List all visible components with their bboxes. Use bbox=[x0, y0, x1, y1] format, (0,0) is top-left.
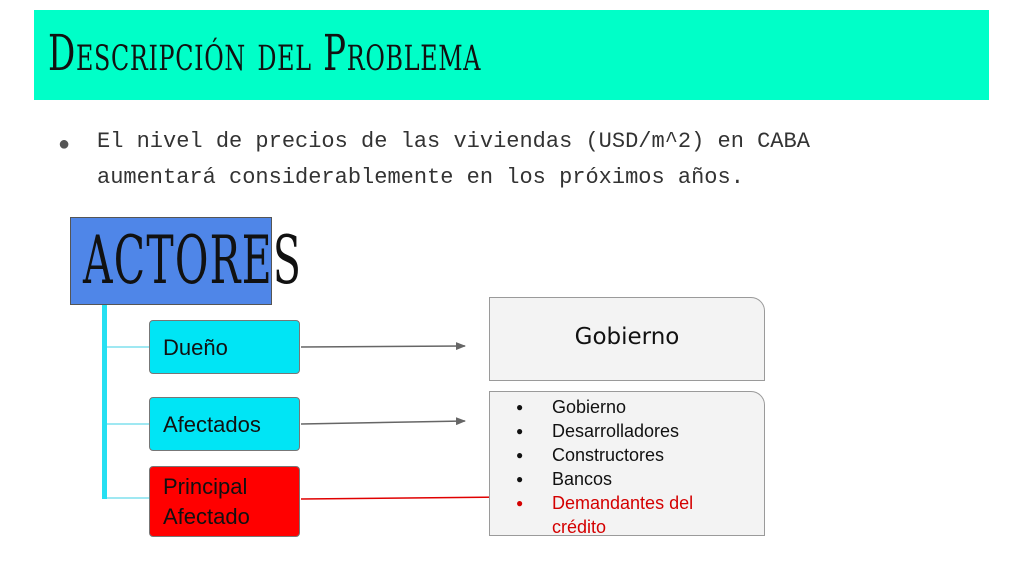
title-bar: Descripción del Problema bbox=[34, 10, 989, 100]
list-item-label: Bancos bbox=[552, 469, 613, 489]
principal-item-line1: Demandantes del bbox=[552, 493, 694, 513]
actor-owner-label: Dueño bbox=[163, 335, 228, 360]
arrow-principal-to-credit bbox=[300, 493, 510, 502]
actores-root-label: ACTORES bbox=[83, 222, 303, 299]
affected-list: ●Gobierno ●Desarrolladores ●Constructore… bbox=[516, 395, 693, 539]
list-item: ●Desarrolladores bbox=[516, 421, 680, 441]
government-card-title: Gobierno bbox=[574, 324, 680, 350]
list-item-label: Desarrolladores bbox=[552, 421, 680, 441]
government-card: Gobierno bbox=[489, 297, 765, 381]
intro-line-1: El nivel de precios de las viviendas (US… bbox=[97, 129, 810, 154]
list-item: ●Gobierno bbox=[516, 397, 627, 417]
actores-root-box: ACTORES bbox=[70, 217, 301, 305]
actor-principal-label-line1: Principal bbox=[163, 474, 248, 499]
affected-list-card: ●Gobierno ●Desarrolladores ●Constructore… bbox=[489, 391, 765, 539]
actor-affected-box: Afectados bbox=[149, 397, 300, 451]
tree-trunk-line bbox=[102, 305, 107, 499]
intro-bullet: ● bbox=[58, 134, 71, 157]
list-item: ●Bancos bbox=[516, 469, 613, 489]
actor-principal-box: Principal Afectado bbox=[149, 466, 300, 537]
branch-line-affected bbox=[107, 423, 149, 425]
arrow-owner-to-government bbox=[300, 342, 466, 351]
page-title: Descripción del Problema bbox=[48, 24, 482, 82]
principal-item-line2: crédito bbox=[552, 517, 607, 537]
list-item: ●Constructores bbox=[516, 445, 665, 465]
list-item-label: Gobierno bbox=[552, 397, 627, 417]
arrow-affected-to-list bbox=[300, 417, 466, 426]
branch-line-principal bbox=[107, 497, 149, 499]
actor-owner-box: Dueño bbox=[149, 320, 300, 374]
actor-affected-label: Afectados bbox=[163, 412, 261, 437]
branch-line-owner bbox=[107, 346, 149, 348]
intro-line-2: aumentará considerablemente en los próxi… bbox=[97, 165, 744, 190]
list-item-label: Constructores bbox=[552, 445, 665, 465]
actor-principal-label-line2: Afectado bbox=[163, 504, 250, 529]
